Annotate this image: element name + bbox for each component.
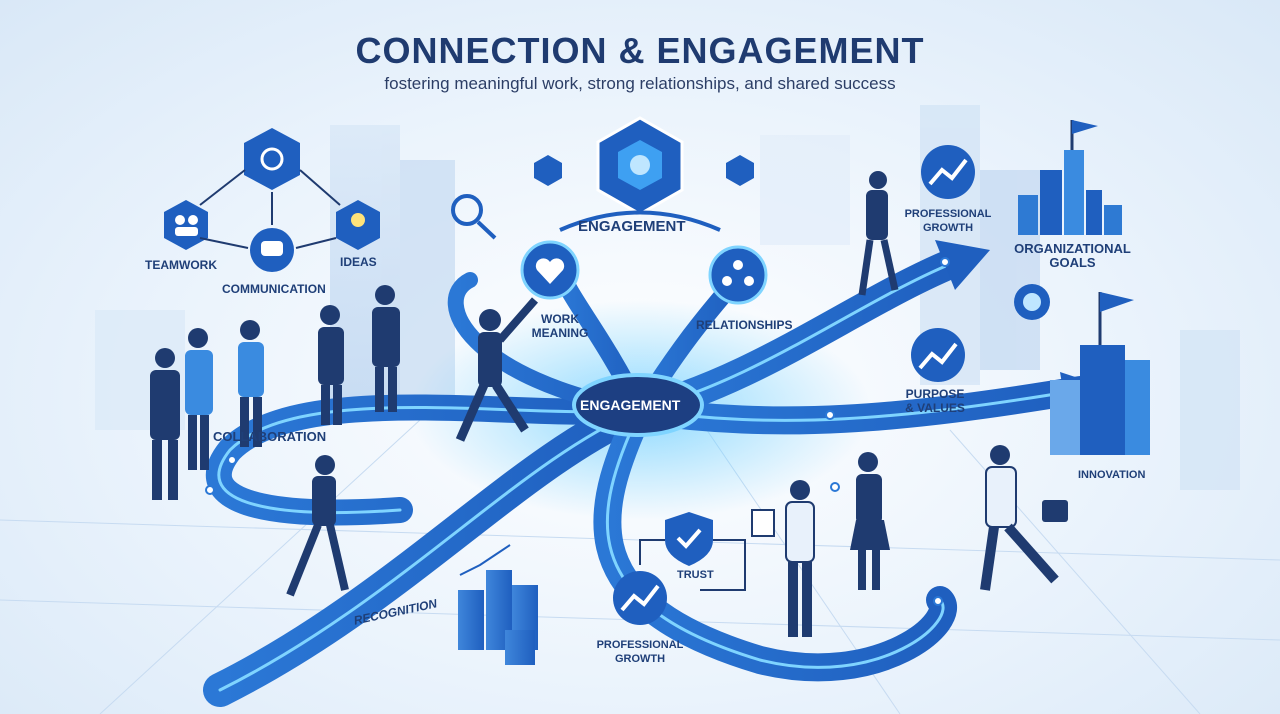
idea-cluster — [164, 128, 380, 272]
target-icon — [1014, 284, 1050, 320]
person-on-arrow — [858, 171, 899, 296]
flag-icon — [1070, 120, 1134, 345]
network-hub-icon — [596, 116, 684, 216]
label-communication: COMMUNICATION — [222, 282, 326, 296]
person-walking-right — [980, 445, 1068, 591]
search-icon — [451, 194, 483, 226]
person-woman-tablet — [850, 452, 890, 590]
label-teamwork: TEAMWORK — [145, 258, 217, 272]
label-engagement-top: ENGAGEMENT — [578, 218, 686, 235]
label-ideas: IDEAS — [340, 255, 377, 269]
label-professional-growth-bottom: PROFESSIONAL GROWTH — [596, 639, 684, 665]
person-reading — [751, 480, 815, 637]
label-innovation: INNOVATION — [1078, 469, 1146, 481]
person-climbing — [455, 297, 539, 442]
trend-up-icon-bottom — [613, 571, 667, 625]
path-dots — [205, 257, 950, 606]
small-hex-left — [534, 155, 562, 186]
city-skyline — [1018, 150, 1122, 235]
small-hex-right — [726, 155, 754, 186]
label-trust: TRUST — [677, 569, 714, 581]
arrow-head-growth — [935, 240, 990, 290]
recognition-bars — [458, 544, 538, 665]
shield-check-icon — [639, 512, 746, 591]
people-circle-icon — [708, 245, 768, 305]
innovation-tower — [1050, 345, 1150, 455]
label-collaboration: COLLABORATION — [213, 429, 327, 444]
label-engagement-center: ENGAGEMENT — [580, 397, 681, 413]
people — [150, 171, 1068, 637]
label-purpose-values: PURPOSE & VALUES — [905, 387, 965, 415]
label-relationships: RELATIONSHIPS — [696, 318, 793, 332]
heart-icon — [520, 240, 580, 300]
trend-up-icon-right — [911, 328, 965, 382]
person-group-left — [150, 285, 400, 500]
label-organizational-goals: ORGANIZATIONAL GOALS — [1014, 241, 1131, 270]
label-professional-growth-top: PROFESSIONAL GROWTH — [904, 208, 992, 234]
trend-up-icon-top — [921, 145, 975, 199]
label-work-meaning: WORK MEANING — [531, 312, 589, 340]
center-engagement-node — [572, 373, 704, 437]
page-title: CONNECTION & ENGAGEMENT — [355, 30, 925, 71]
person-walking-left — [286, 455, 349, 597]
page-subtitle: fostering meaningful work, strong relati… — [384, 74, 896, 93]
